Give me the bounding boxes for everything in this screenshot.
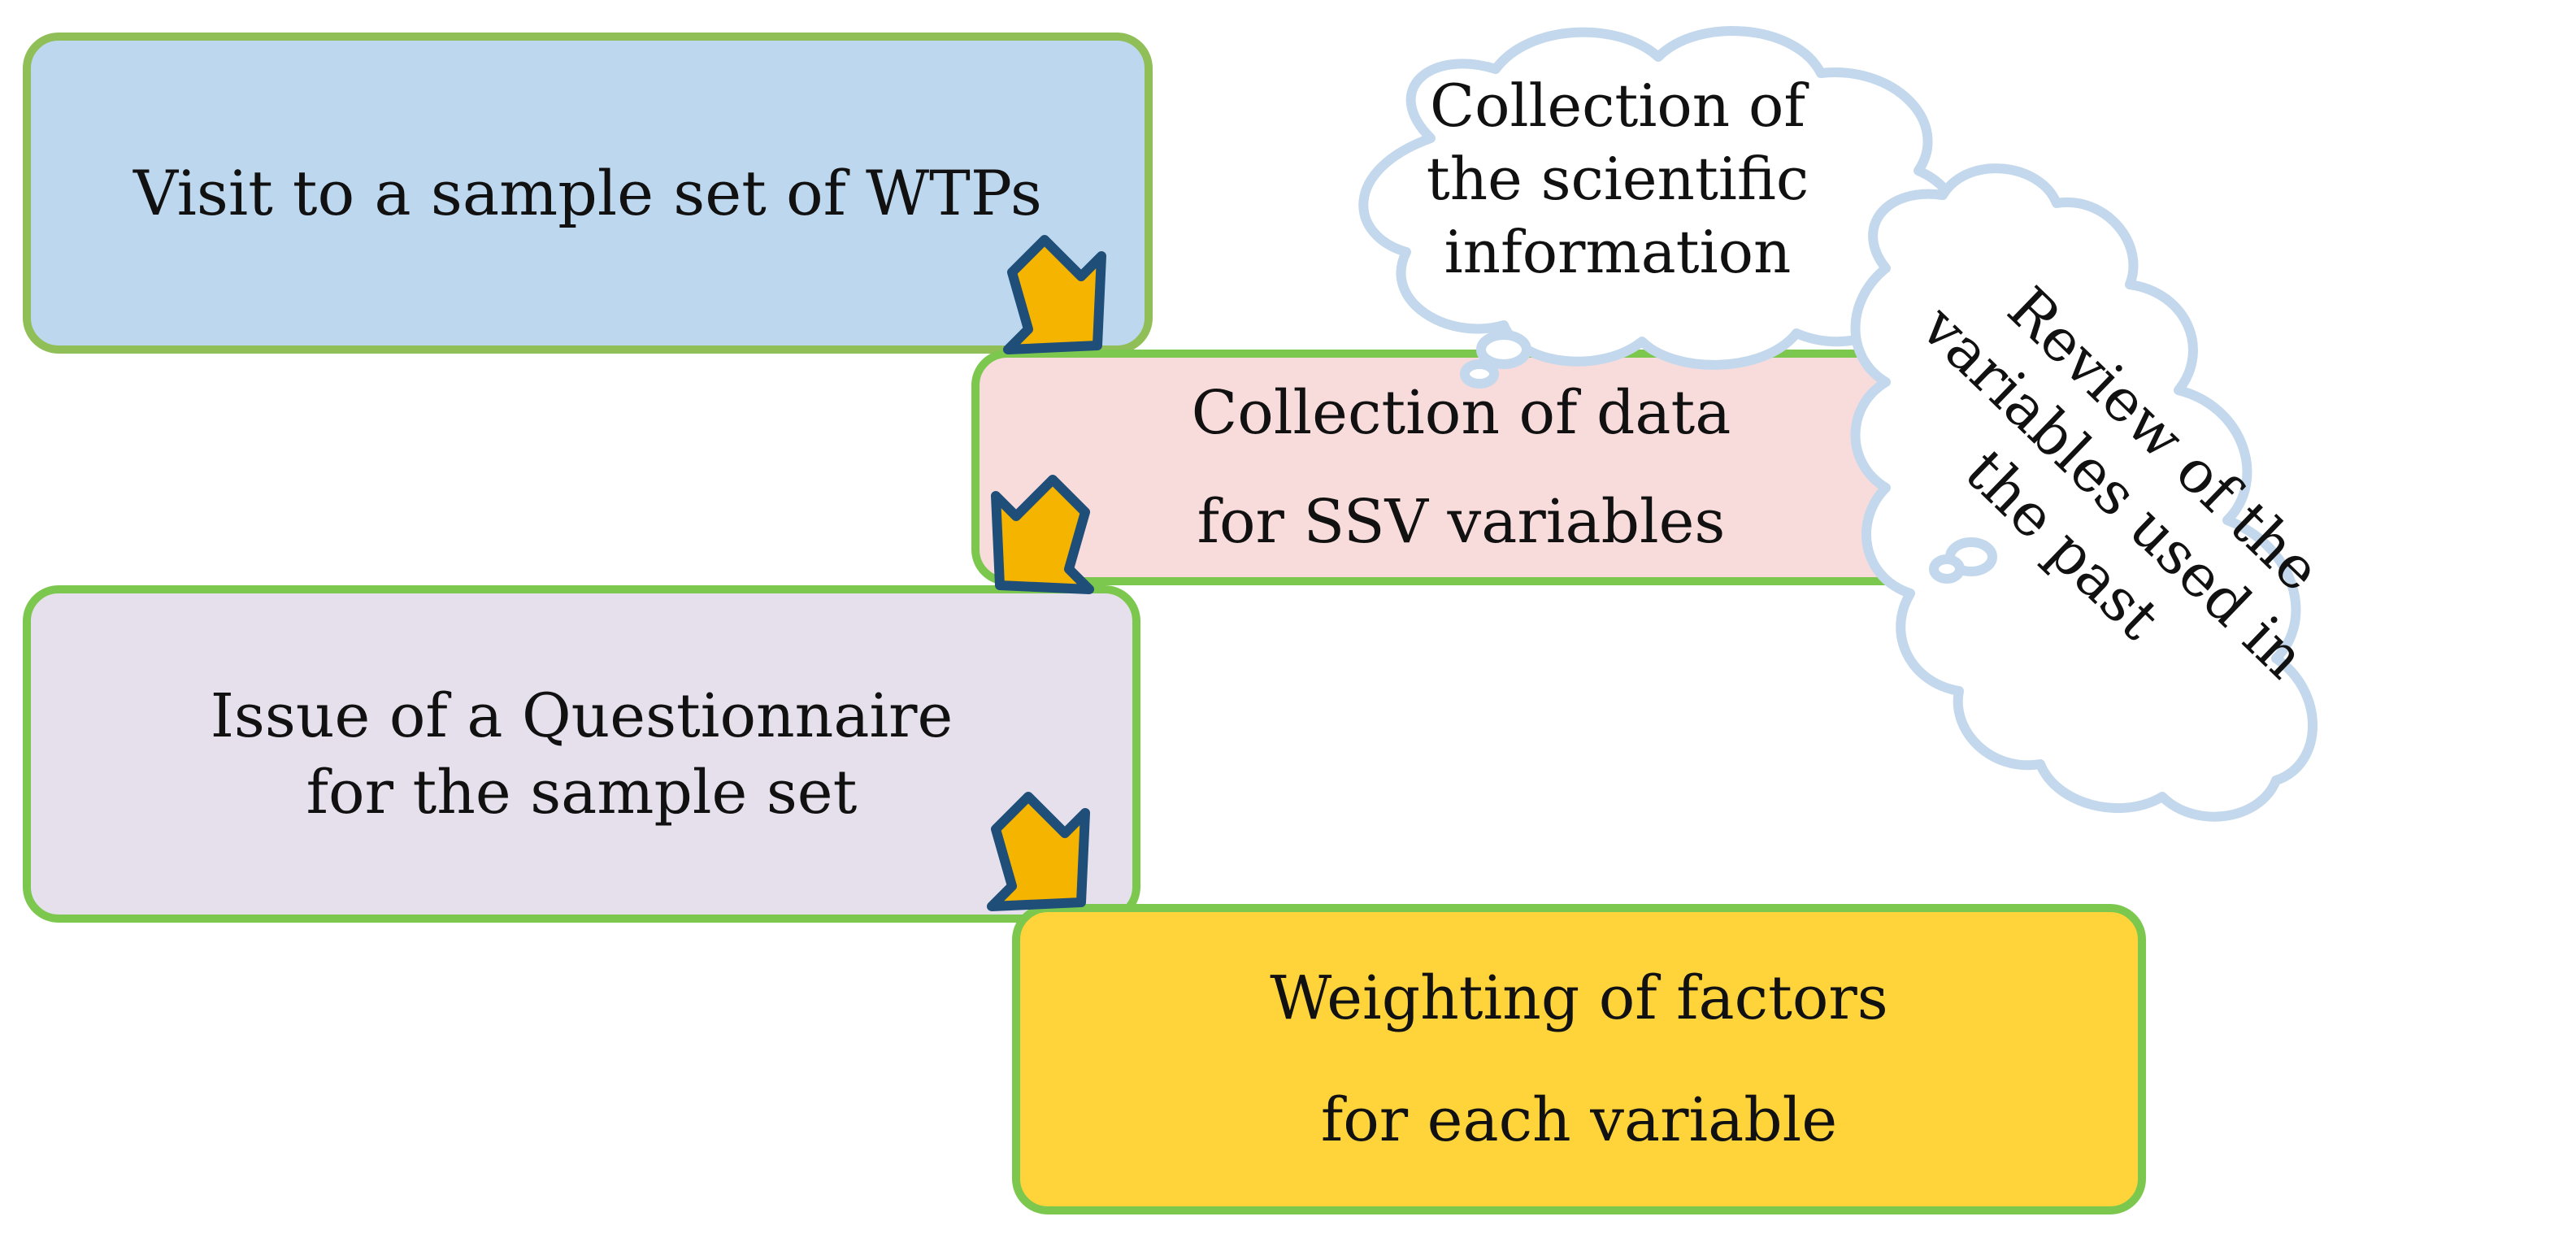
step-label-questionnaire-line1: Issue of a Questionnaire xyxy=(210,680,954,751)
step-box-questionnaire: Issue of a Questionnaire for the sample … xyxy=(23,585,1140,923)
cloud-scientific-line2: the scientific xyxy=(1426,145,1809,213)
step-label-weighting-line2: for each variable xyxy=(1320,1085,1838,1155)
cloud-scientific-line3: information xyxy=(1444,218,1792,286)
step-label-collection-line2: for SSV variables xyxy=(1197,487,1726,557)
cloud-review-line2: variables used in xyxy=(1908,292,2319,692)
step-label-weighting-line1: Weighting of factors xyxy=(1270,963,1888,1033)
step-box-weighting: Weighting of factors for each variable xyxy=(1012,904,2146,1214)
step-box-collection-of-data: Collection of data for SSV variables xyxy=(971,350,1951,585)
step-box-visit: Visit to a sample set of WTPs xyxy=(23,33,1153,354)
step-label-questionnaire-line2: for the sample set xyxy=(306,757,858,828)
cloud-scientific-line1: Collection of xyxy=(1430,72,1805,140)
cloud-scientific-info-text: Collection of the scientific information xyxy=(1374,69,1861,289)
step-label-visit: Visit to a sample set of WTPs xyxy=(133,157,1042,229)
step-label-collection-line1: Collection of data xyxy=(1191,378,1731,448)
